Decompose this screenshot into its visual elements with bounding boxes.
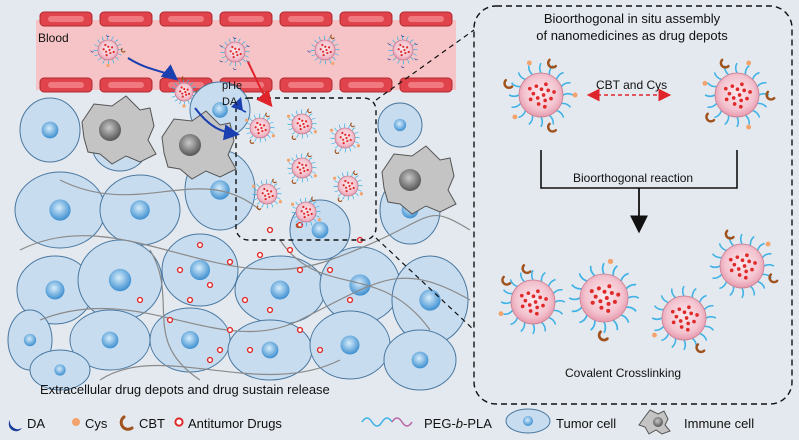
tumor-cell bbox=[19, 97, 81, 163]
drug-particle bbox=[196, 241, 204, 249]
tumor-cell bbox=[309, 310, 391, 380]
drug-particle bbox=[296, 326, 304, 334]
panel-title-line1: Bioorthogonal in situ assembly bbox=[543, 11, 721, 26]
phe-label: pHe bbox=[222, 80, 243, 92]
legend-cys: Cys bbox=[85, 416, 108, 431]
legend-polymer-suffix: -PLA bbox=[463, 416, 492, 431]
legend-polymer-italic: b bbox=[455, 416, 464, 431]
legend-icons bbox=[8, 408, 671, 435]
da-label: DA bbox=[222, 96, 238, 108]
drug-particle bbox=[266, 226, 274, 234]
legend-tumor: Tumor cell bbox=[556, 416, 617, 431]
nanoparticle bbox=[651, 285, 717, 354]
nanoparticle bbox=[219, 36, 251, 70]
da-removal-arrow bbox=[230, 96, 247, 113]
drug-particle bbox=[246, 346, 254, 354]
legend-da: DA bbox=[27, 416, 46, 431]
legend-cbt: CBT bbox=[139, 416, 165, 431]
zoom-connector-bottom bbox=[375, 237, 475, 331]
nanoparticle bbox=[251, 178, 283, 210]
legend-polymer: PEG-b-PLA bbox=[424, 416, 492, 431]
panel-title-line2: of nanomedicines as drug depots bbox=[536, 28, 728, 43]
phe-arrow bbox=[247, 61, 273, 108]
nanoparticle bbox=[307, 34, 340, 66]
tumor-cell bbox=[69, 309, 151, 371]
nanoparticle bbox=[498, 264, 566, 335]
extracellular-fibers bbox=[19, 179, 471, 381]
drug-particle bbox=[266, 306, 274, 314]
extravasation-arrow-1 bbox=[127, 57, 179, 81]
drug-legend-icon bbox=[174, 417, 184, 427]
nanoparticle bbox=[387, 34, 419, 68]
bottom-caption: Extracellular drug depots and drug susta… bbox=[40, 382, 330, 397]
nanoparticle bbox=[329, 122, 361, 154]
tumor-cell bbox=[77, 239, 163, 321]
immune-cell bbox=[381, 145, 457, 215]
nanoparticle bbox=[568, 258, 640, 342]
released-drugs bbox=[136, 221, 364, 364]
drug-particle bbox=[316, 346, 324, 354]
tumor-cell bbox=[149, 307, 231, 373]
extravasation-arrow-2 bbox=[194, 107, 240, 141]
drug-particle bbox=[296, 221, 304, 229]
tumor-cell bbox=[377, 102, 423, 148]
immune-cell-legend-icon bbox=[638, 409, 671, 435]
cbt-legend-icon bbox=[119, 415, 134, 431]
crosslink-label: Covalent Crosslinking bbox=[565, 366, 682, 380]
nanoparticle bbox=[244, 112, 276, 144]
blood-vessel bbox=[36, 11, 456, 108]
cys-legend-icon bbox=[72, 418, 80, 426]
tumor-cell bbox=[14, 171, 106, 249]
tumor-cell bbox=[319, 246, 401, 324]
legend: DA Cys CBT Antitumor Drugs PEG-b-PLA Tum… bbox=[0, 404, 799, 440]
nanoparticle bbox=[702, 58, 776, 130]
drug-particle bbox=[326, 266, 334, 274]
drug-particle bbox=[206, 281, 214, 289]
drug-particle bbox=[166, 316, 174, 324]
drug-particle bbox=[136, 296, 144, 304]
polymer-legend-icon-b bbox=[391, 417, 413, 427]
tumor-cell-legend-icon bbox=[505, 408, 551, 434]
nanoparticle bbox=[503, 58, 578, 133]
polymer-legend-icon bbox=[361, 417, 393, 427]
exchange-label: CBT and Cys bbox=[596, 78, 668, 92]
drug-particle bbox=[241, 296, 249, 304]
nanoparticle bbox=[286, 152, 318, 184]
tumor-cell bbox=[383, 329, 457, 391]
nanoparticle bbox=[332, 170, 364, 202]
tumor-cell bbox=[161, 233, 239, 307]
drug-particle bbox=[186, 296, 194, 304]
nanoparticle bbox=[90, 34, 126, 68]
detail-panel bbox=[473, 5, 793, 405]
reaction-label: Bioorthogonal reaction bbox=[573, 171, 694, 185]
zoom-region bbox=[235, 97, 377, 241]
nanoparticle bbox=[709, 229, 779, 299]
legend-drugs: Antitumor Drugs bbox=[188, 416, 282, 431]
drug-particle bbox=[226, 258, 234, 266]
drug-particle bbox=[296, 266, 304, 274]
legend-immune: Immune cell bbox=[684, 416, 755, 431]
drug-particle bbox=[176, 266, 184, 274]
legend-polymer-prefix: PEG- bbox=[424, 416, 456, 431]
immune-cell bbox=[81, 95, 157, 165]
drug-particle bbox=[346, 296, 354, 304]
drug-particle bbox=[256, 251, 264, 259]
drug-particle bbox=[286, 246, 294, 254]
red-blood-cells bbox=[39, 11, 453, 108]
drug-particle bbox=[226, 326, 234, 334]
tumor-cell bbox=[16, 255, 94, 325]
nanoparticle bbox=[286, 108, 318, 140]
tumor-cell bbox=[99, 174, 181, 246]
blood-label: Blood bbox=[38, 31, 69, 45]
nanoparticle bbox=[290, 196, 322, 228]
drug-particle bbox=[206, 356, 214, 364]
tumor-cell bbox=[227, 319, 313, 381]
tumor-cell bbox=[29, 349, 91, 391]
da-legend-icon bbox=[8, 420, 22, 432]
zoom-connector-top bbox=[375, 29, 475, 101]
panel-title: Bioorthogonal in situ assembly of nanome… bbox=[474, 10, 790, 44]
drug-particle bbox=[216, 346, 224, 354]
